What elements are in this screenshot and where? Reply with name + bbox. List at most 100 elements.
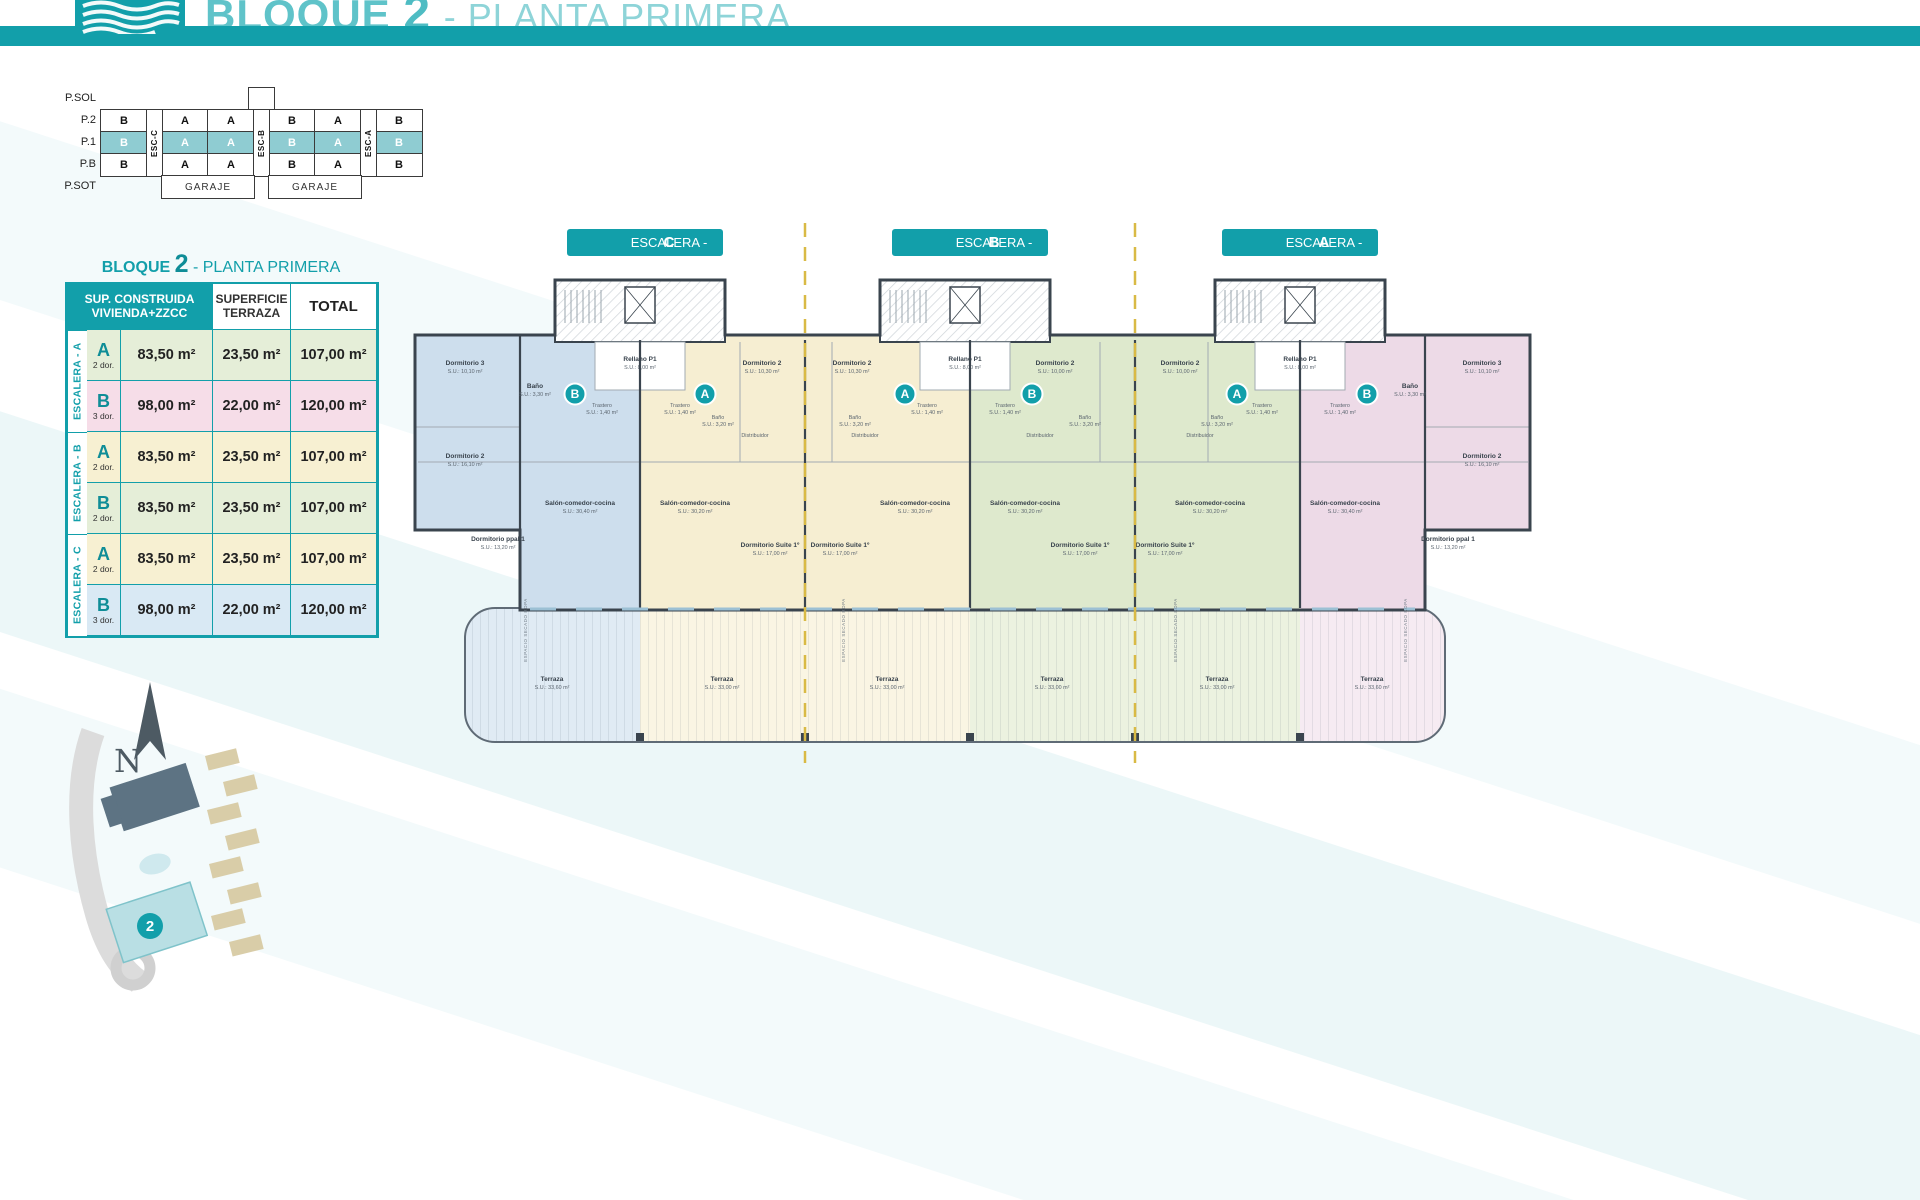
espacio-label: ESPACIO SECADO ROPA [841, 598, 846, 662]
room-label: Distribuidor [741, 433, 768, 439]
terrace-area: S.U.: 33,00 m² [705, 685, 740, 691]
header-terrace-line2: TERRAZA [222, 305, 281, 320]
terrace-decking [465, 608, 1445, 742]
waves-logo-icon [75, 0, 185, 38]
built-value: 83,50 m² [121, 330, 213, 381]
room-label: Trastero [592, 403, 612, 409]
room-area: S.U.: 8,00 m² [949, 365, 981, 371]
room-label: Distribuidor [851, 433, 878, 439]
room-area: S.U.: 1,40 m² [989, 410, 1021, 416]
unit-dorm: 3 dor. [92, 614, 115, 625]
unit-type-cell: A 2 dor. [87, 330, 121, 381]
room-area: S.U.: 3,30 m² [519, 392, 551, 398]
esc-a-label: ESC-A [360, 109, 377, 177]
room-area: S.U.: 1,40 m² [1324, 410, 1356, 416]
unit-badge-letter: B [1028, 387, 1037, 401]
room-label: Dormitorio ppal 1 [471, 536, 525, 543]
unit-badge-circle [1225, 382, 1249, 406]
stairs-icon [1224, 290, 1262, 323]
terrace-area: S.U.: 33,60 m² [1355, 685, 1390, 691]
stack-cell: A [161, 153, 209, 177]
unit-badge-circle [1020, 382, 1044, 406]
unit-badge-circle [1355, 382, 1379, 406]
room-label: Dormitorio 3 [1463, 360, 1502, 367]
table-title-bloque: BLOQUE [101, 259, 171, 276]
room-area: S.U.: 1,40 m² [664, 410, 696, 416]
built-value: 83,50 m² [121, 432, 213, 483]
room-label: Salón-comedor-cocina [990, 500, 1060, 507]
espacio-label: ESPACIO SECADO ROPA [523, 598, 528, 662]
room-area: S.U.: 17,00 m² [1063, 551, 1098, 557]
bloque-2-badge-number: 2 [146, 918, 154, 935]
esc-c-label: ESC-C [146, 109, 163, 177]
total-value: 107,00 m² [291, 330, 377, 381]
north-arrow-icon: N [114, 682, 166, 776]
room-area: S.U.: 1,40 m² [586, 410, 618, 416]
stack-cell: B [375, 153, 423, 177]
floor-label: P.2 [80, 114, 96, 126]
stack-cell-current: B [100, 131, 148, 155]
room-area: S.U.: 10,10 m² [448, 369, 483, 375]
unit-badge-letter: B [571, 387, 580, 401]
unit-dorm: 2 dor. [92, 359, 115, 370]
terrace-value: 22,00 m² [213, 585, 291, 636]
unit-badge-letter: B [1363, 387, 1372, 401]
floor-label: P.SOT [64, 180, 96, 192]
room-label: Trastero [670, 403, 690, 409]
room-label: Baño [712, 415, 725, 421]
unit-badge-circle [893, 382, 917, 406]
escalera-b-badge: ESCALERA - B [892, 229, 1048, 256]
terrace-area: S.U.: 33,60 m² [535, 685, 570, 691]
terrace-value: 23,50 m² [213, 330, 291, 381]
room-label: Baño [1402, 383, 1418, 390]
room-label: Trastero [917, 403, 937, 409]
room-area: S.U.: 30,20 m² [898, 509, 933, 515]
room-label: Baño [527, 383, 543, 390]
room-label: Dormitorio Suite 1º [1051, 542, 1110, 549]
room-area: S.U.: 10,00 m² [1163, 369, 1198, 375]
terrace-label: Terraza [711, 676, 734, 683]
escalera-badge-prefix: ESCALERA - [631, 235, 708, 250]
header-terrace: SUPERFICIE TERRAZA [213, 284, 291, 330]
room-area: S.U.: 13,20 m² [1431, 545, 1466, 551]
stack-cell: B [100, 109, 148, 133]
table-title-num: 2 [174, 250, 189, 278]
terrace-label: Terraza [876, 676, 899, 683]
unit-ab-fill [1300, 335, 1530, 610]
room-area: S.U.: 10,30 m² [835, 369, 870, 375]
espacio-label: ESPACIO SECADO ROPA [1173, 598, 1178, 662]
unit-type-cell: A 2 dor. [87, 432, 121, 483]
esc-b-label: ESC-B [253, 109, 270, 177]
room-label: Dormitorio 2 [743, 360, 782, 367]
room-label: Dormitorio Suite 1º [1136, 542, 1195, 549]
header-built-line2: VIVIENDA+ZZCC [91, 305, 188, 320]
room-area: S.U.: 13,20 m² [481, 545, 516, 551]
unit-letter: A [97, 543, 110, 564]
terrace-strip [465, 608, 1445, 742]
room-label: Trastero [995, 403, 1015, 409]
room-label: Distribuidor [1026, 433, 1053, 439]
room-label: Baño [849, 415, 862, 421]
room-label: Baño [1211, 415, 1224, 421]
room-area: S.U.: 30,20 m² [678, 509, 713, 515]
unit-badge-letter: A [901, 387, 910, 401]
espacio-label: ESPACIO SECADO ROPA [1403, 598, 1408, 662]
terrace-label: Terraza [1206, 676, 1229, 683]
unit-letter: A [97, 339, 110, 360]
unit-type-cell: B 3 dor. [87, 585, 121, 636]
room-label: Distribuidor [1186, 433, 1213, 439]
interior-partitions [415, 342, 1530, 463]
stack-cell-current: A [314, 131, 362, 155]
room-label: Salón-comedor-cocina [880, 500, 950, 507]
room-area: S.U.: 3,20 m² [702, 422, 734, 428]
surface-table: SUP. CONSTRUIDA VIVIENDA+ZZCC SUPERFICIE… [65, 282, 379, 638]
room-label: Dormitorio 2 [446, 453, 485, 460]
building-stack-diagram: P.SOL P.2 P.1 P.B P.SOT B A A B A B B A … [60, 85, 425, 203]
unit-letter: B [97, 492, 110, 513]
unit-type-cell: B 3 dor. [87, 381, 121, 432]
unit-letter: A [97, 441, 110, 462]
group-label-escalera-c: ESCALERA - C [67, 534, 87, 636]
room-label: Dormitorio Suite 1º [741, 542, 800, 549]
header-terrace-line1: SUPERFICIE [215, 291, 288, 306]
